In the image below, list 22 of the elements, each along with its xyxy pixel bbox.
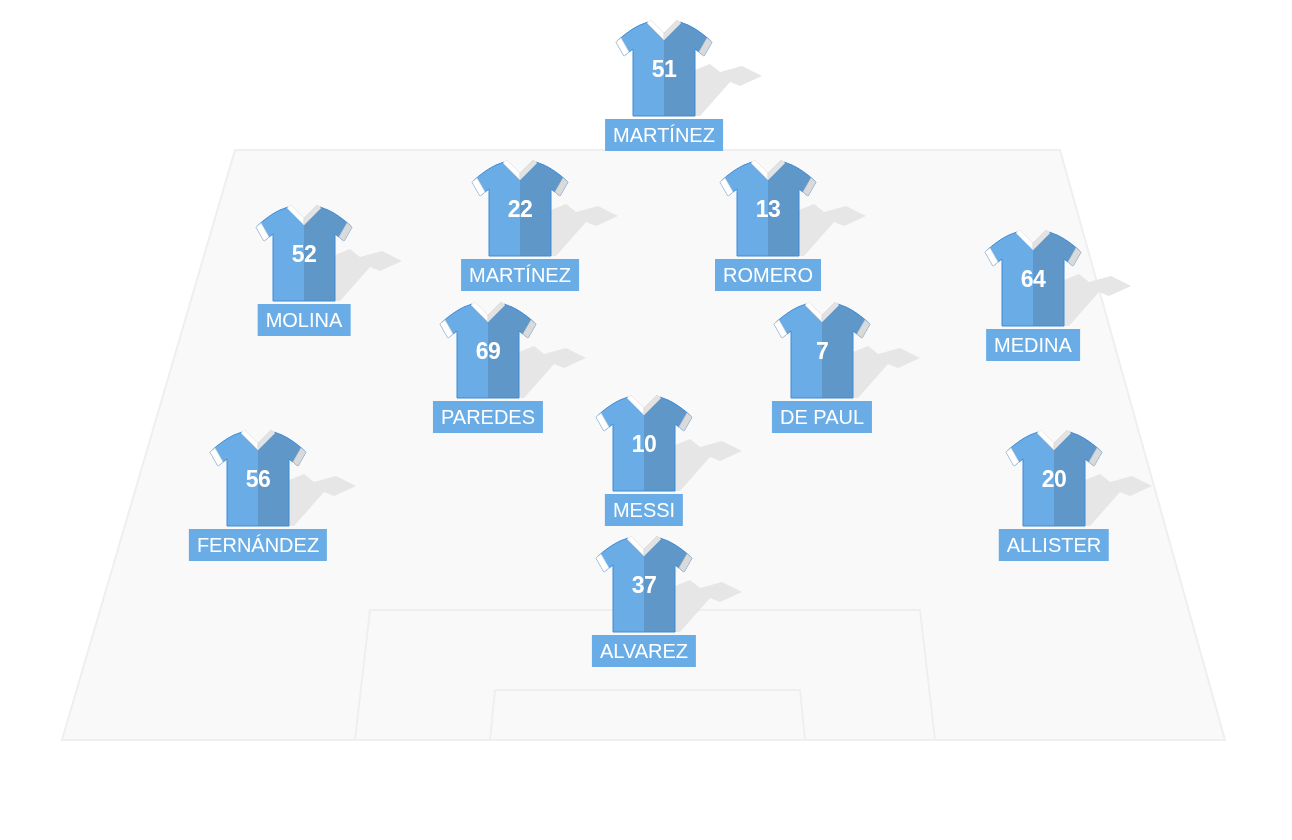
player-name-label: MARTÍNEZ — [461, 259, 579, 291]
player-name-label: ROMERO — [715, 259, 821, 291]
jersey-number: 7 — [814, 338, 830, 364]
player-name-label: MEDINA — [986, 329, 1080, 361]
jersey-number: 13 — [754, 196, 782, 222]
player-name-label: MARTÍNEZ — [605, 119, 723, 151]
jersey-number: 20 — [1040, 466, 1068, 492]
player-name-label: ALVAREZ — [591, 635, 697, 667]
player-name-label: DE PAUL — [771, 401, 873, 433]
jersey-number: 64 — [1019, 266, 1047, 292]
player-name-label: FERNÁNDEZ — [188, 529, 328, 561]
player-name-label: MOLINA — [257, 304, 351, 336]
jersey-number: 22 — [506, 196, 534, 222]
player-name-label: MESSI — [604, 494, 684, 526]
player-name-label: ALLISTER — [998, 529, 1110, 561]
jersey-number: 10 — [630, 431, 658, 457]
jersey-number: 37 — [630, 572, 658, 598]
jersey-number: 69 — [474, 338, 502, 364]
player-name-label: PAREDES — [432, 401, 544, 433]
jersey-number: 51 — [650, 56, 678, 82]
jersey-number: 52 — [290, 241, 318, 267]
jersey-number: 56 — [244, 466, 272, 492]
